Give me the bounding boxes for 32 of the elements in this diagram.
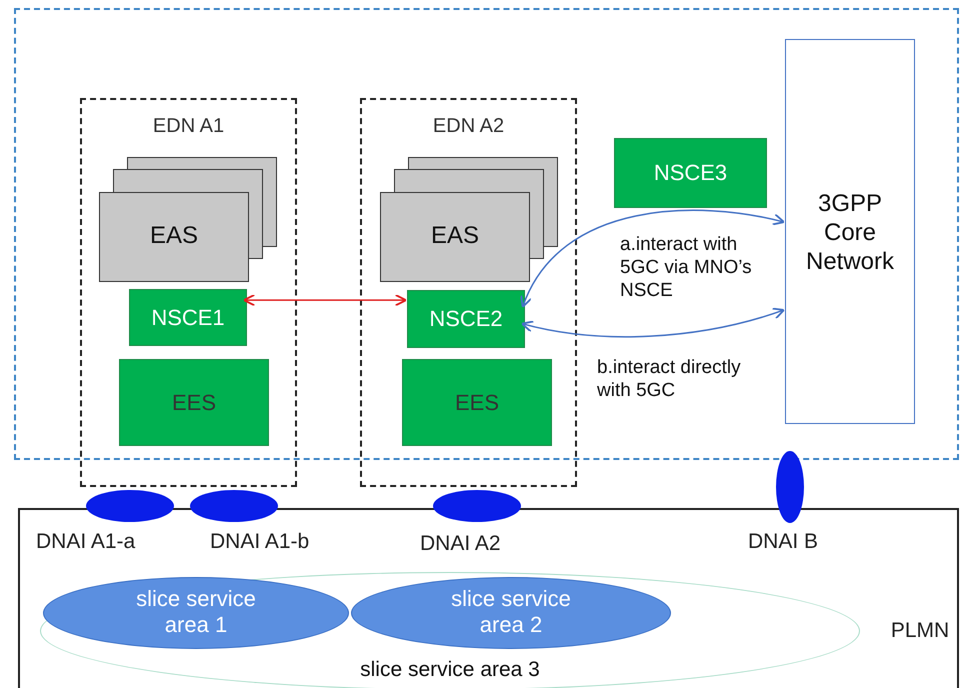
- access-point-label: DNAI A1-b: [210, 530, 310, 554]
- node-label: slice service area 3: [359, 657, 541, 682]
- arrow: [243, 294, 407, 306]
- node-label: PLMN: [890, 618, 950, 644]
- network-box: [785, 39, 915, 424]
- access-point-label: DNAI B: [748, 530, 818, 554]
- dashed-region: [14, 8, 959, 460]
- function-box: [402, 359, 552, 446]
- node-label: slice service area 2: [450, 586, 572, 639]
- function-box: [129, 289, 247, 346]
- function-box: [614, 138, 767, 208]
- dashed-group-box: [360, 98, 577, 487]
- arrow: [521, 210, 785, 308]
- node-label: EES: [454, 389, 500, 416]
- network-area: [18, 508, 959, 688]
- node-label: EDN A2: [432, 114, 506, 138]
- node-label: EDN A1: [152, 114, 226, 138]
- node-label: EAS: [148, 222, 200, 251]
- function-box: [407, 290, 525, 348]
- node-label: 3GPP Core Network: [805, 190, 896, 276]
- dashed-group-box: [80, 98, 297, 487]
- node-label: NSCE1: [150, 304, 226, 331]
- node-label: slice service area 1: [135, 586, 257, 639]
- node-label: NSCE2: [428, 306, 504, 332]
- node-label: EES: [170, 389, 218, 416]
- access-point-label: DNAI A1-a: [36, 530, 136, 554]
- service-area-ellipse: [40, 572, 860, 688]
- node-label: NSCE3: [652, 160, 728, 186]
- arrow: [521, 307, 785, 338]
- access-point-label: DNAI A2: [420, 532, 501, 556]
- node-label: EAS: [430, 222, 480, 251]
- function-box: [119, 359, 269, 446]
